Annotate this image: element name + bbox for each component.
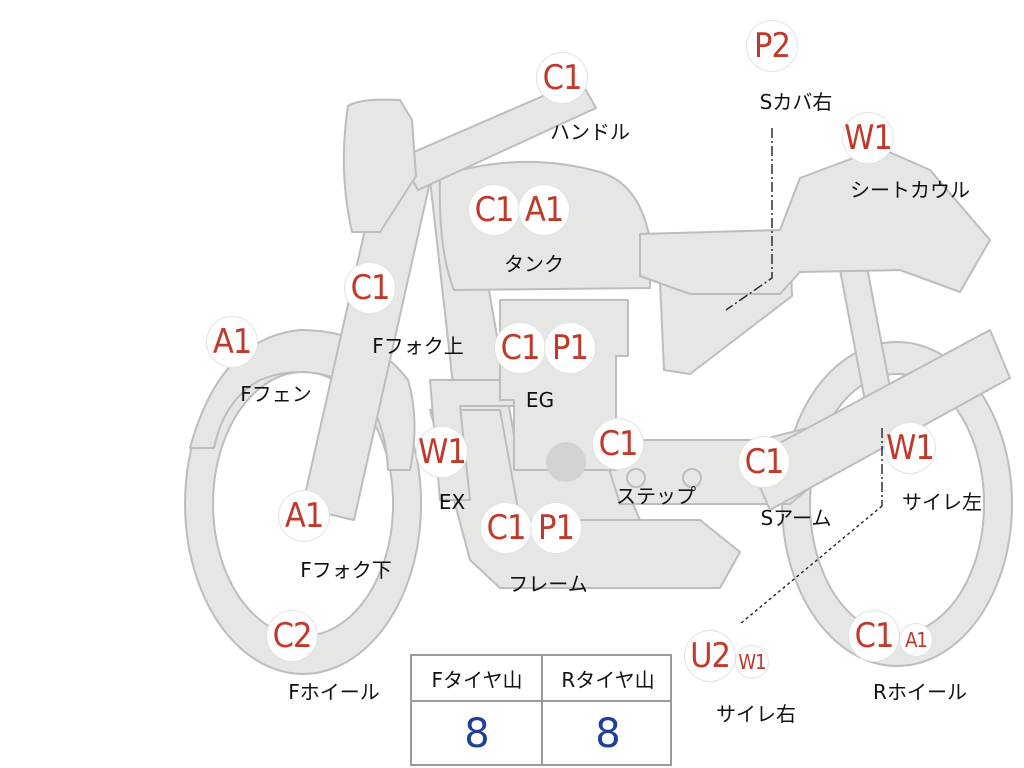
step-code-1: C1	[593, 419, 643, 469]
tyre-tread-table: Fタイヤ山 Rタイヤ山 8 8	[410, 654, 672, 766]
frame-code-2: P1	[531, 503, 581, 553]
muffler-right-label: サイレ右	[716, 702, 796, 726]
seat-shape	[639, 147, 991, 295]
frame-code-1: C1	[481, 503, 531, 553]
seat-cowl-code-1: W1	[843, 113, 893, 163]
f-fork-upper-label: Fフォク上	[372, 334, 464, 358]
frame-label: フレーム	[508, 572, 588, 596]
engine-case	[546, 442, 586, 482]
headlight-shape	[342, 98, 417, 233]
step-peg-shape	[626, 468, 646, 488]
handle-code-1: C1	[537, 53, 587, 103]
muffler-right-code-2: W1	[736, 646, 768, 678]
exhaust-label: EX	[438, 490, 466, 514]
engine-code-1: C1	[495, 323, 545, 373]
r-wheel-code-1: C1	[849, 611, 899, 661]
s-cover-leader	[725, 128, 773, 311]
muffler-left-code-1: W1	[885, 423, 935, 473]
step-label: ステップ	[616, 484, 696, 508]
f-fork-upper-code-1: C1	[345, 263, 395, 313]
tank-label: タンク	[504, 252, 564, 276]
muffler-right-code-1: U2	[685, 631, 735, 681]
rear-tyre-header: Rタイヤ山	[561, 667, 655, 692]
f-fork-lower-label: Fフォク下	[300, 558, 392, 582]
muffler-right-leader	[739, 505, 883, 625]
f-fender-label: Fフェン	[240, 382, 312, 406]
exhaust-code-1: W1	[417, 427, 467, 477]
f-wheel-label: Fホイール	[288, 680, 380, 704]
s-arm-code-1: C1	[739, 437, 789, 487]
handle-label: ハンドル	[550, 120, 630, 144]
r-wheel-label: Rホイール	[873, 680, 967, 704]
f-wheel-code-1: C2	[267, 611, 317, 661]
seat-cowl-label: シートカウル	[850, 178, 970, 202]
s-arm-label: Sアーム	[760, 506, 832, 530]
muffler-shape	[747, 329, 1011, 511]
f-fender-code-1: A1	[207, 317, 257, 367]
tank-code-2: A1	[519, 185, 569, 235]
s-cover-right-code-1: P2	[747, 21, 797, 71]
front-tyre-header: Fタイヤ山	[431, 667, 523, 692]
rear-tyre-value: 8	[595, 711, 621, 757]
front-tyre-value: 8	[464, 711, 490, 757]
f-fork-lower-code-1: A1	[279, 491, 329, 541]
engine-label: EG	[525, 388, 555, 412]
table-divider-vertical	[541, 656, 543, 764]
step-peg-shape-2	[682, 468, 702, 488]
tank-code-1: C1	[469, 185, 519, 235]
r-wheel-code-2: A1	[900, 624, 932, 656]
engine-code-2: P1	[545, 323, 595, 373]
muffler-left-label: サイレ左	[902, 490, 982, 514]
s-cover-right-label: Sカバ右	[759, 90, 833, 114]
